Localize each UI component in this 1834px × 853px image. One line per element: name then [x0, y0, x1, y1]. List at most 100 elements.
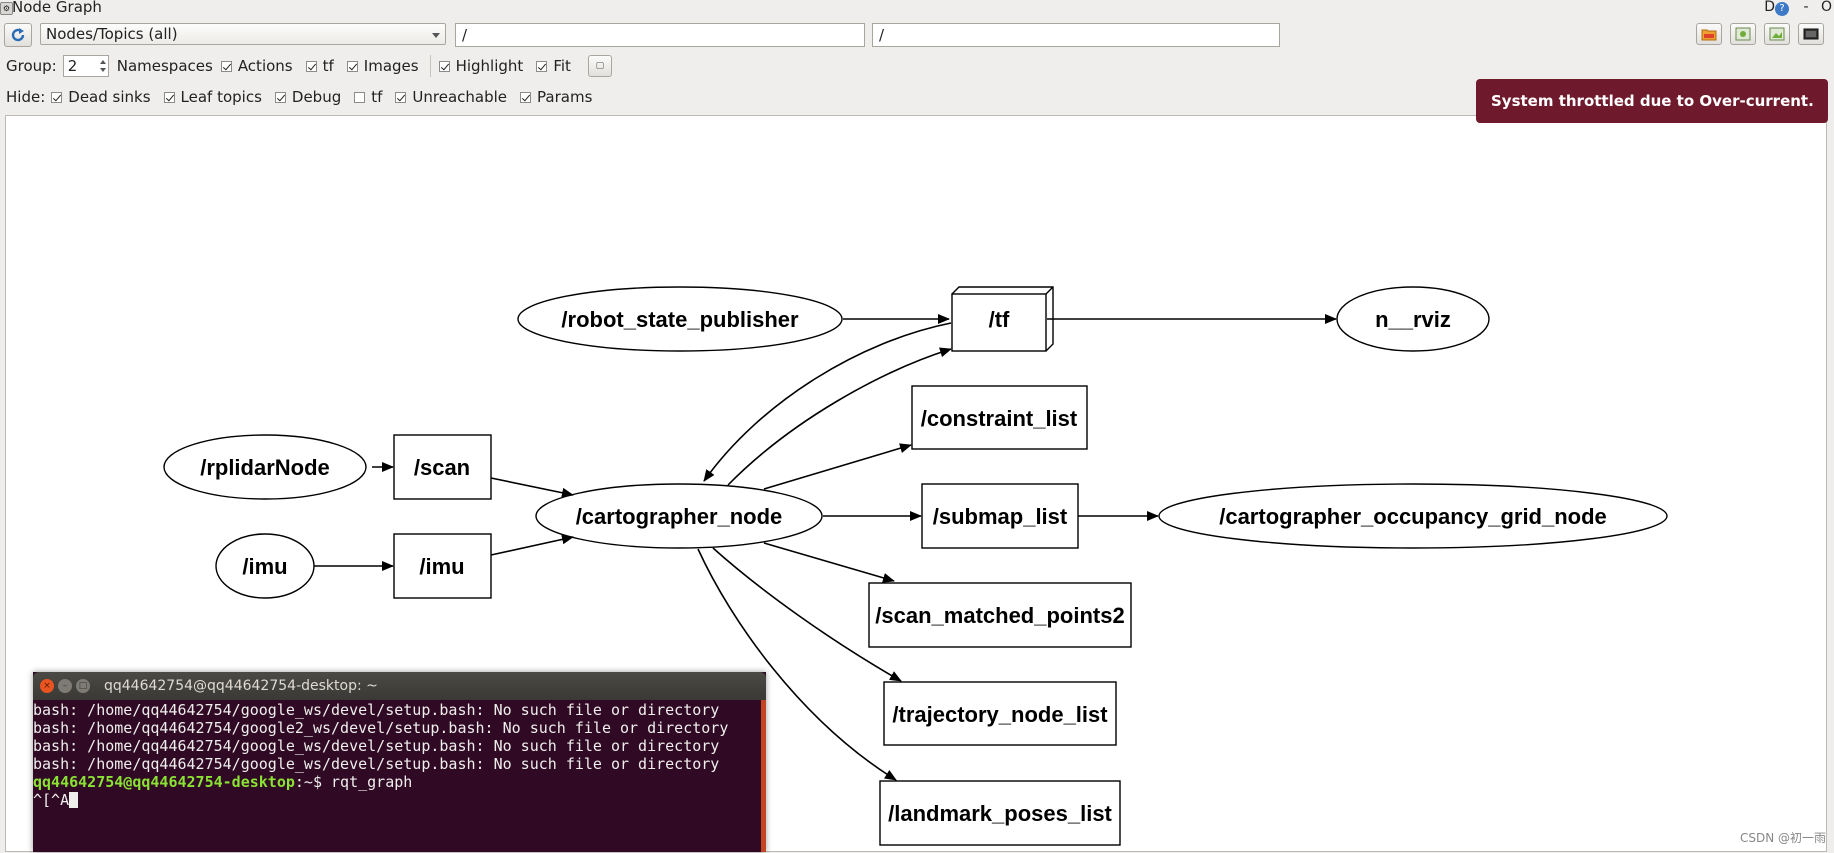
minimize-icon[interactable]: –: [58, 679, 72, 693]
view-mode-select[interactable]: Nodes/Topics (all): [40, 23, 446, 45]
fit-checkbox[interactable]: [536, 60, 548, 72]
node-occupancy-grid[interactable]: [1158, 483, 1668, 549]
edge-cartographer-tf: [727, 347, 952, 486]
node-cartographer[interactable]: [535, 483, 823, 549]
namespaces-label: Namespaces: [116, 57, 213, 75]
topic-tf-label: /tf: [989, 307, 1010, 332]
spin-down-icon[interactable]: [99, 68, 106, 72]
topic-trajectory-node-list[interactable]: [883, 681, 1117, 746]
terminal-output[interactable]: bash: /home/qq44642754/google_ws/devel/s…: [33, 700, 766, 853]
tf-option[interactable]: tf: [305, 57, 334, 75]
group-label: Group:: [6, 57, 57, 75]
hide-label: Hide:: [6, 88, 46, 106]
topic-constraint-list-label: /constraint_list: [921, 406, 1078, 431]
screenshot-button[interactable]: [1798, 23, 1824, 45]
window-titlebar: ⚙ Node Graph D? - O: [0, 0, 1834, 16]
hide-tf-checkbox[interactable]: [354, 91, 366, 103]
actions-checkbox[interactable]: [220, 60, 232, 72]
save-dot-button[interactable]: [1730, 23, 1756, 45]
hide-tf-option[interactable]: tf: [354, 88, 382, 106]
params-checkbox[interactable]: [520, 91, 532, 103]
terminal-title: qq44642754@qq44642754-desktop: ~: [104, 678, 378, 694]
terminal-window[interactable]: × – □ qq44642754@qq44642754-desktop: ~ b…: [33, 672, 766, 852]
minimize-button[interactable]: -: [1803, 0, 1809, 15]
edge-scan-cartographer: [490, 477, 574, 498]
graph-edges: [314, 314, 1337, 781]
node-rplidar-label: /rplidarNode: [200, 455, 330, 480]
fit-in-view-button[interactable]: ▢: [587, 55, 612, 77]
terminal-line: bash: /home/qq44642754/google2_ws/devel/…: [33, 719, 729, 737]
highlight-option[interactable]: Highlight: [438, 57, 523, 75]
group-value: 2: [67, 57, 78, 75]
topic-tf[interactable]: [951, 286, 1054, 352]
images-option[interactable]: Images: [346, 57, 419, 75]
unreachable-option[interactable]: Unreachable: [395, 88, 507, 106]
topic-scan-matched-points2[interactable]: [868, 582, 1132, 648]
fit-label: Fit: [553, 57, 571, 75]
debug-label: Debug: [291, 88, 342, 106]
maximize-icon[interactable]: □: [76, 679, 90, 693]
node-rviz-label: n__rviz: [1375, 307, 1451, 332]
leaf-topics-option[interactable]: Leaf topics: [163, 88, 262, 106]
topic-imu-label: /imu: [419, 554, 464, 579]
actions-option[interactable]: Actions: [220, 57, 293, 75]
refresh-button[interactable]: [4, 23, 32, 47]
dead-sinks-option[interactable]: Dead sinks: [51, 88, 151, 106]
window-controls: D? - O: [1758, 0, 1832, 16]
unreachable-checkbox[interactable]: [395, 91, 407, 103]
help-icon[interactable]: ?: [1775, 2, 1789, 16]
topic-imu[interactable]: [393, 533, 492, 599]
debug-checkbox[interactable]: [274, 91, 286, 103]
topic-landmark-poses-list-label: /landmark_poses_list: [888, 801, 1112, 826]
edge-cartographer-constraint: [763, 443, 912, 490]
chevron-down-icon: [432, 33, 440, 38]
node-rplidar[interactable]: [163, 434, 367, 500]
params-option[interactable]: Params: [520, 88, 592, 106]
fit-option[interactable]: Fit: [536, 57, 571, 75]
highlight-checkbox[interactable]: [438, 60, 450, 72]
dead-sinks-checkbox[interactable]: [51, 91, 63, 103]
save-image-icon: [1769, 27, 1785, 41]
window-title: Node Graph: [12, 0, 102, 16]
save-dot-icon: [1735, 27, 1751, 41]
topic-scan[interactable]: [393, 434, 492, 500]
toolbar-divider: [429, 55, 431, 77]
load-dot-button[interactable]: [1696, 23, 1722, 45]
notification-toast[interactable]: System throttled due to Over-current.: [1476, 79, 1828, 123]
topic-trajectory-node-list-label: /trajectory_node_list: [892, 702, 1108, 727]
debug-option[interactable]: Debug: [274, 88, 342, 106]
images-checkbox[interactable]: [346, 60, 358, 72]
topic-submap-list[interactable]: [921, 483, 1079, 549]
terminal-line: bash: /home/qq44642754/google_ws/devel/s…: [33, 701, 720, 719]
actions-label: Actions: [237, 57, 293, 75]
topic-scan-matched-points2-label: /scan_matched_points2: [875, 603, 1124, 628]
tf-checkbox[interactable]: [305, 60, 317, 72]
topic-constraint-list[interactable]: [911, 385, 1088, 450]
dock-button[interactable]: D: [1764, 0, 1775, 15]
hide-row: Hide: Dead sinks Leaf topics Debug tf Un…: [6, 86, 605, 108]
spin-up-icon[interactable]: [99, 60, 106, 64]
watermark: CSDN @初一雨: [1739, 831, 1826, 845]
namespaces-option[interactable]: Namespaces: [117, 57, 213, 75]
params-label: Params: [537, 88, 593, 106]
node-imu[interactable]: [215, 533, 315, 599]
graph-svg: /robot_state_publisher /tf n__rviz /cons…: [163, 286, 1668, 846]
close-button[interactable]: O: [1820, 0, 1832, 15]
node-rviz[interactable]: [1336, 286, 1490, 352]
save-image-button[interactable]: [1764, 23, 1790, 45]
topic-filter-input[interactable]: /: [872, 23, 1280, 47]
view-mode-value: Nodes/Topics (all): [46, 25, 178, 43]
topic-landmark-poses-list[interactable]: [879, 780, 1121, 846]
edge-cartographer-trajectory: [712, 547, 902, 682]
terminal-line: bash: /home/qq44642754/google_ws/devel/s…: [33, 755, 720, 773]
node-filter-input[interactable]: /: [455, 23, 865, 47]
node-cartographer-label: /cartographer_node: [576, 504, 783, 529]
leaf-topics-checkbox[interactable]: [163, 91, 175, 103]
terminal-titlebar[interactable]: × – □ qq44642754@qq44642754-desktop: ~: [33, 672, 766, 700]
close-icon[interactable]: ×: [40, 679, 54, 693]
terminal-scrollbar[interactable]: [761, 700, 766, 852]
main-toolbar: Nodes/Topics (all) / /: [0, 22, 1834, 50]
node-robot-state-publisher[interactable]: [517, 286, 843, 352]
app-icon: ⚙: [0, 2, 13, 15]
group-spinbox[interactable]: 2: [62, 55, 109, 77]
